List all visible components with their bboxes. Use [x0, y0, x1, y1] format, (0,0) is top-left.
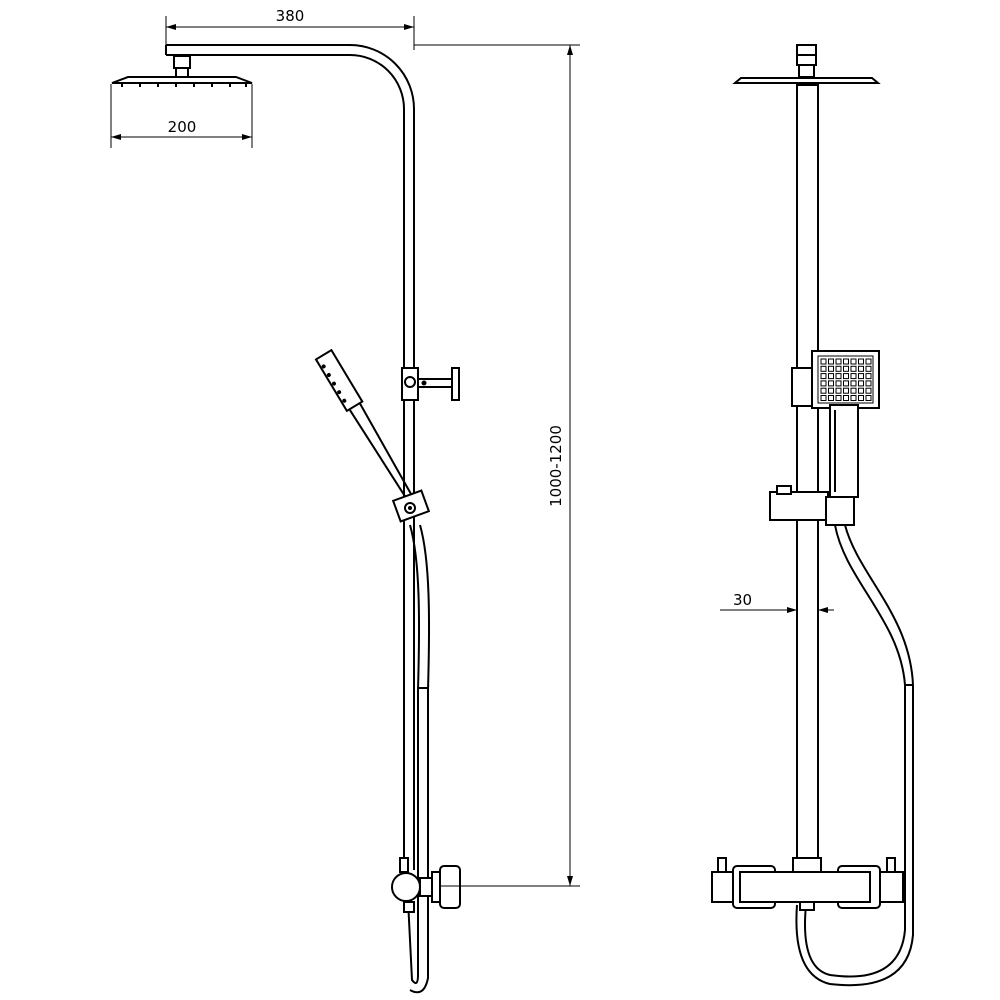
nozzle: [843, 380, 849, 387]
side-view: 380 200: [110, 7, 580, 994]
nozzle: [865, 380, 872, 387]
riser-pipe-front: [796, 84, 819, 861]
nozzle: [858, 380, 864, 387]
nozzle: [820, 395, 827, 401]
nozzle: [828, 365, 834, 372]
dimension-pipe-diameter: 30: [720, 591, 834, 613]
nozzle: [865, 395, 872, 401]
nozzle: [858, 373, 864, 380]
nozzle: [850, 373, 857, 380]
nozzle: [835, 380, 842, 387]
nozzle: [850, 380, 857, 387]
nozzle: [828, 373, 834, 380]
wall-bracket-front: [791, 367, 813, 407]
riser-pipe: [403, 370, 415, 870]
nozzle: [850, 387, 857, 394]
nozzle: [865, 358, 872, 365]
nozzle: [858, 387, 864, 394]
nozzle: [835, 365, 842, 372]
nozzle: [828, 380, 834, 387]
nozzle: [828, 387, 834, 394]
nozzles: [121, 83, 247, 87]
nozzle: [820, 365, 827, 372]
wall-bracket: [401, 367, 460, 401]
rain-shower-head: [111, 76, 253, 84]
hose: [407, 524, 431, 994]
slider-holder-front: [769, 491, 829, 521]
nozzle: [858, 358, 864, 365]
nozzle: [820, 358, 827, 365]
hose-front: [795, 524, 914, 987]
slider-holder: [391, 489, 431, 523]
nozzle: [850, 358, 857, 365]
head-connector: [173, 55, 191, 69]
nozzle: [820, 373, 827, 380]
nozzle: [843, 395, 849, 401]
nozzle: [843, 358, 849, 365]
nozzle: [835, 387, 842, 394]
nozzle: [835, 395, 842, 401]
dimension-head-width: 200: [110, 84, 253, 148]
front-view: 30: [711, 44, 914, 987]
nozzle: [850, 365, 857, 372]
nozzle: [865, 387, 872, 394]
dimension-label-height: 1000-1200: [547, 425, 565, 507]
dimension-height: 1000-1200: [414, 44, 580, 887]
rain-shower-head-front: [732, 77, 881, 84]
thermostatic-mixer-front: [711, 857, 904, 911]
dimension-label-380: 380: [276, 7, 305, 25]
nozzle: [858, 395, 864, 401]
thermostatic-mixer-side: [391, 857, 461, 913]
nozzle: [843, 373, 849, 380]
nozzle: [858, 365, 864, 372]
hand-shower-front: [811, 350, 880, 409]
hand-shower-side: [314, 348, 415, 503]
dimension-label-200: 200: [168, 118, 197, 136]
nozzle: [828, 358, 834, 365]
nozzle: [865, 373, 872, 380]
nozzle: [820, 380, 827, 387]
nozzle: [828, 395, 834, 401]
nozzle: [835, 358, 842, 365]
nozzle: [850, 395, 857, 401]
dimension-label-30: 30: [733, 591, 752, 609]
nozzle: [820, 387, 827, 394]
nozzle: [843, 365, 849, 372]
nozzle: [835, 373, 842, 380]
dimension-arm-length: 380: [165, 7, 415, 50]
nozzle: [865, 365, 872, 372]
shower-arm: [165, 44, 415, 370]
nozzle: [843, 387, 849, 394]
hand-shower-nozzle-grid: [820, 358, 872, 401]
